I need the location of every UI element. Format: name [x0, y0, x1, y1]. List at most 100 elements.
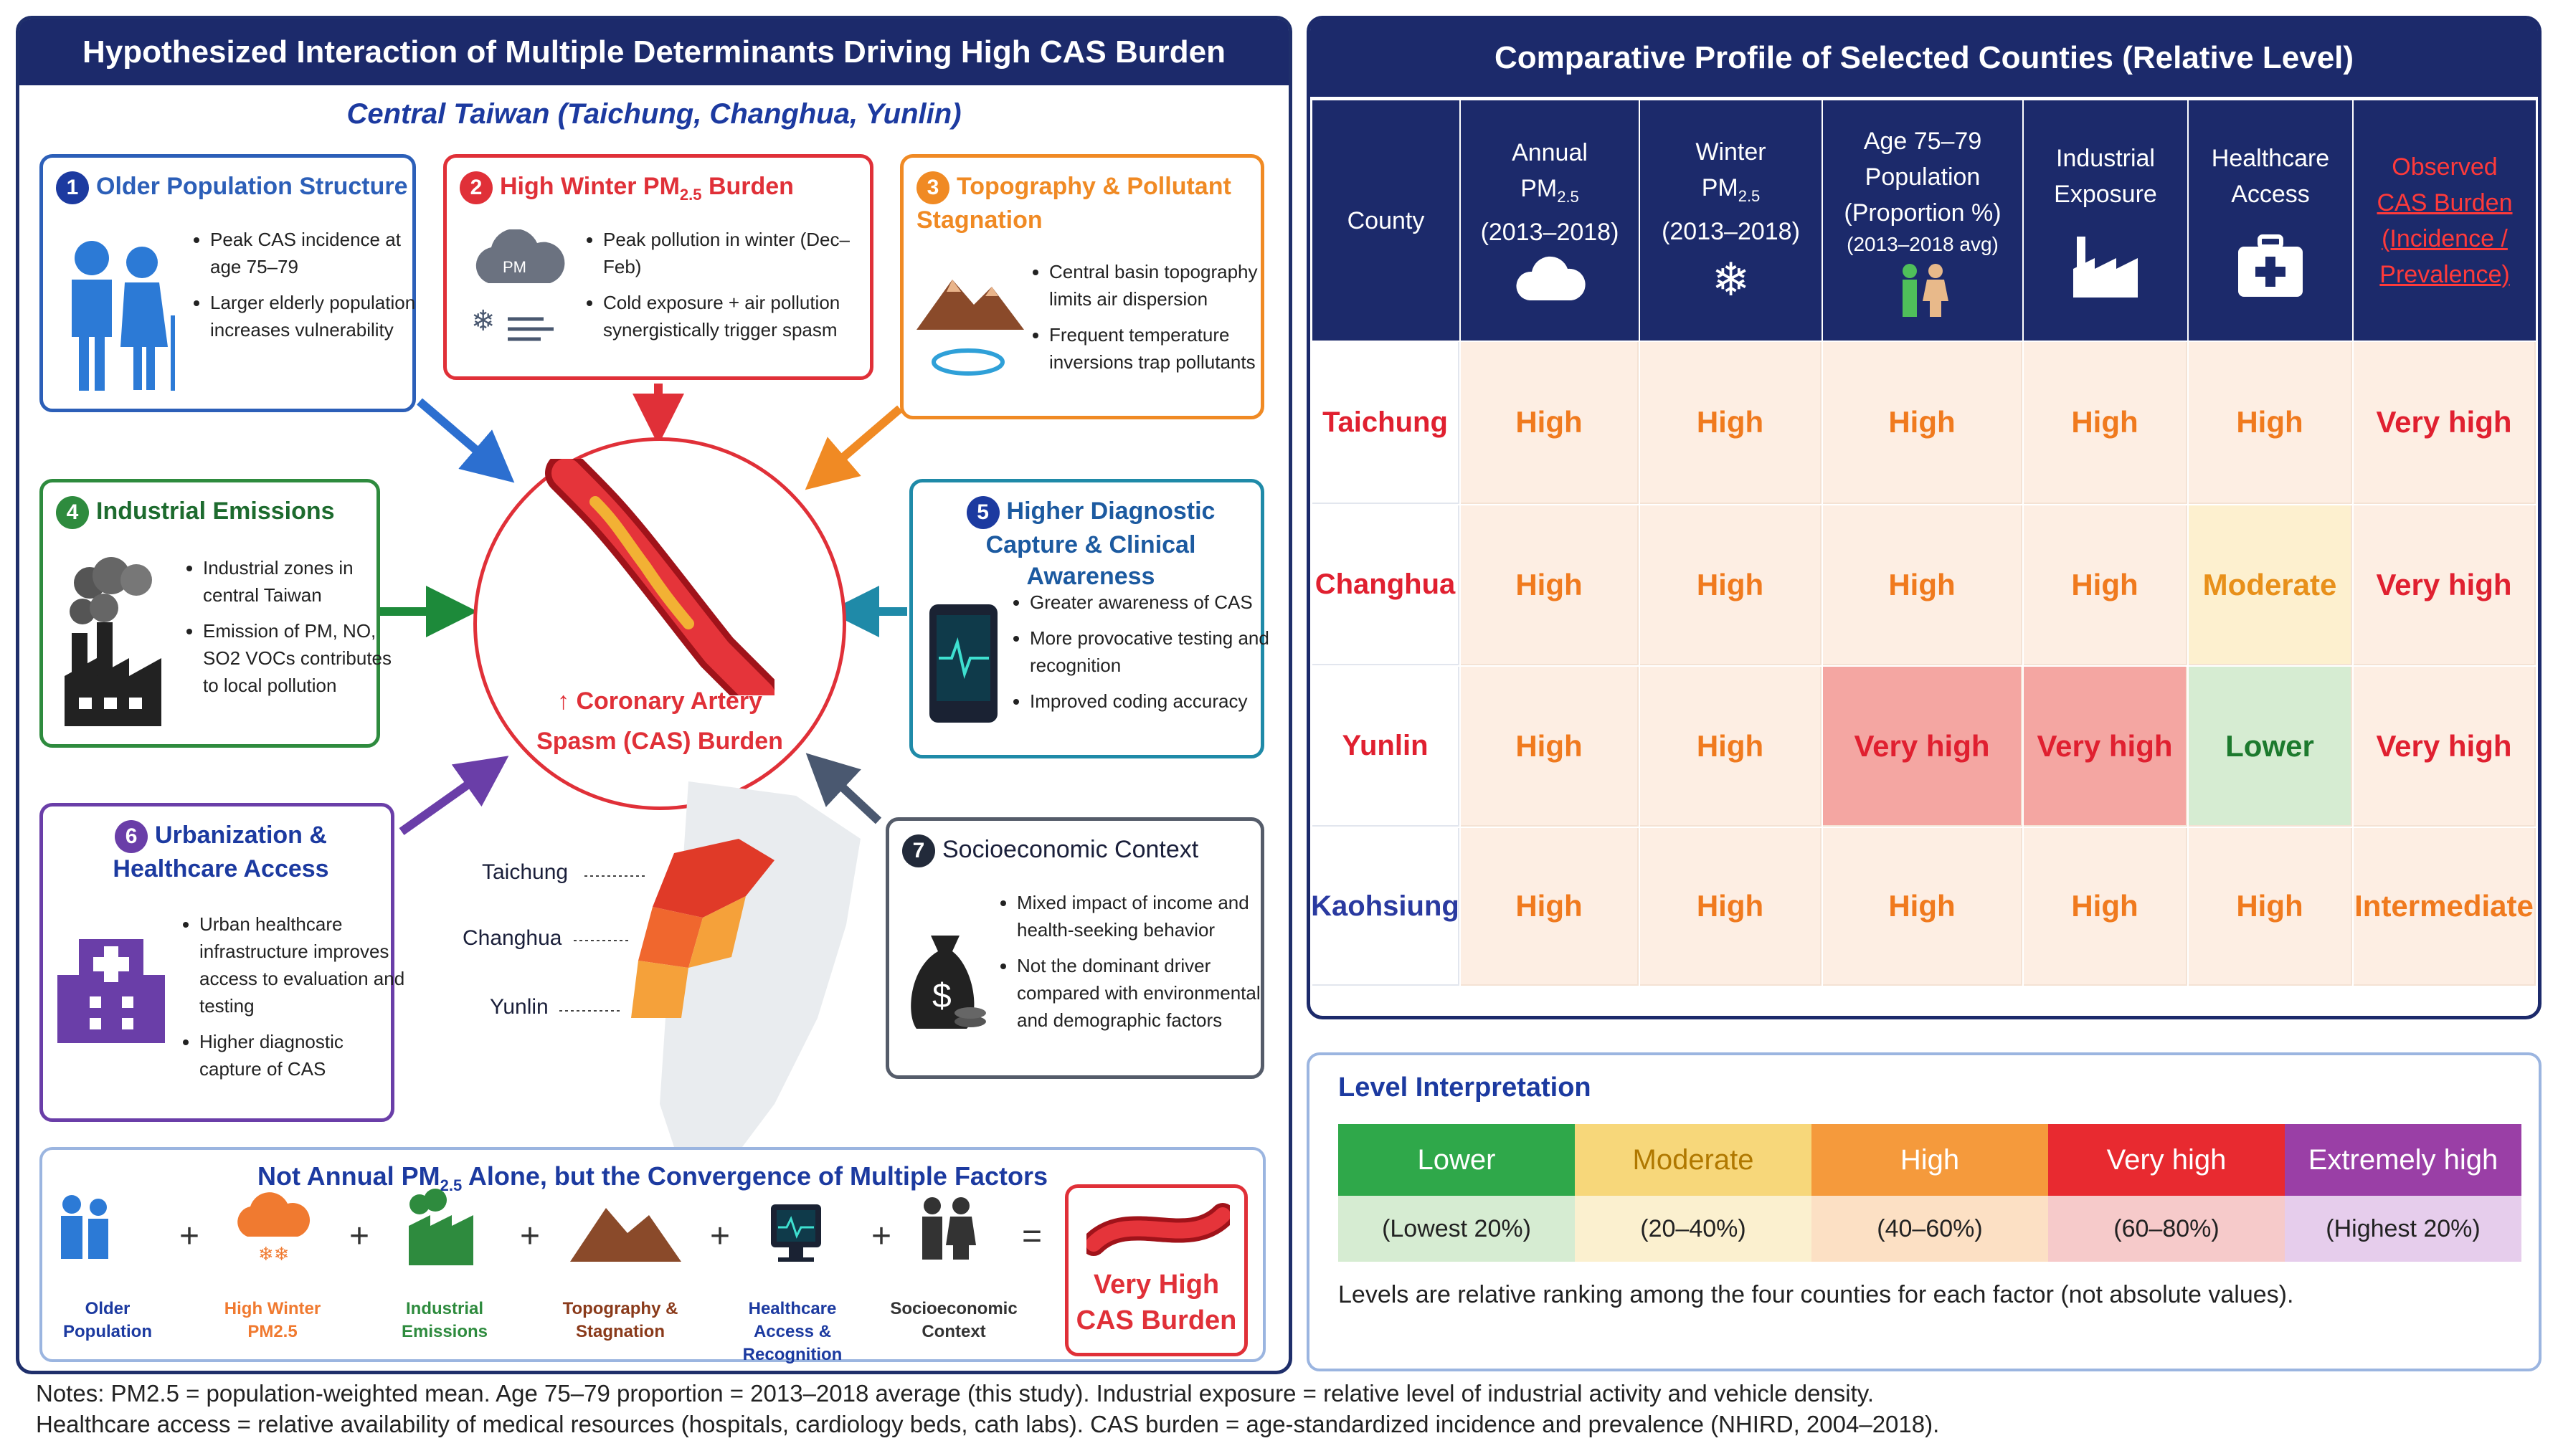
arrow-3: [805, 405, 903, 490]
map-label-taichung: Taichung: [482, 860, 569, 884]
arrows-layer: [380, 384, 907, 835]
level-value: High: [1515, 567, 1583, 601]
factory-smoke-icon: [65, 557, 161, 726]
conv-label-topography: Topography & Stagnation: [562, 1299, 678, 1341]
cloud-icon: [1516, 257, 1586, 301]
svg-text:+: +: [349, 1217, 369, 1255]
convergence-result: Very High CAS Burden: [1076, 1270, 1237, 1336]
level-value: High: [2071, 567, 2138, 601]
legend-level-range: (20–40%): [1575, 1196, 1811, 1262]
level-cell: High: [2024, 505, 2187, 665]
conv-label-winter-pm: High Winter PM2.5: [224, 1299, 321, 1341]
artery-icon: [545, 459, 774, 695]
convergence-box: Not Annual PM2.5 Alone, but the Converge…: [39, 1147, 1266, 1362]
svg-text:+: +: [871, 1217, 891, 1255]
svg-text:❄❄: ❄❄: [258, 1244, 290, 1265]
county-name: Yunlin: [1342, 730, 1429, 761]
level-value: High: [1888, 567, 1956, 601]
header-winter-pm: Winter PM2.5 (2013–2018) ❄: [1640, 100, 1822, 341]
level-cell: Very high: [1823, 667, 2022, 827]
number-badge: 7: [902, 834, 935, 868]
svg-text:❄: ❄: [471, 305, 496, 338]
topography-mini-icon: [570, 1208, 681, 1262]
mountain-icon: [916, 280, 1024, 330]
arrow-7: [805, 753, 882, 824]
number-badge: 3: [916, 171, 949, 205]
inversion-icon: [932, 348, 1005, 376]
cas-burden-label: ↑ Coronary Artery Spasm (CAS) Burden: [536, 687, 783, 755]
map-leader-lines: [559, 875, 645, 1012]
level-cell: High: [1640, 828, 1822, 986]
svg-text:+: +: [710, 1217, 730, 1255]
legend-level-range: (Highest 20%): [2285, 1196, 2521, 1262]
county-name: Taichung: [1322, 406, 1448, 438]
region-subtitle: Central Taiwan (Taichung, Changhua, Yunl…: [346, 98, 962, 130]
map-label-changhua: Changhua: [463, 926, 562, 950]
header-county: County: [1312, 100, 1459, 341]
healthcare-mini-icon: [771, 1204, 821, 1262]
level-value: Very high: [2376, 567, 2512, 601]
level-cell: High: [1823, 828, 2022, 986]
cas-burden-circle: [473, 437, 846, 810]
money-bag-icon: $: [911, 936, 986, 1029]
svg-text:=: =: [1022, 1217, 1042, 1255]
svg-text:$: $: [932, 977, 952, 1015]
convergence-result-box: Very High CAS Burden: [1065, 1184, 1248, 1356]
convergence-icons: + ❄❄ + + + + =: [61, 1189, 1042, 1265]
county-name: Changhua: [1314, 568, 1456, 600]
level-cell: High: [1461, 667, 1639, 827]
level-value: High: [2236, 405, 2303, 439]
level-value: High: [1888, 889, 1956, 923]
level-value: High: [1515, 728, 1583, 763]
level-value: High: [2071, 405, 2138, 439]
socioeconomic-mini-icon: [922, 1197, 976, 1260]
number-badge: 2: [460, 171, 493, 205]
legend-level-name: Very high: [2048, 1124, 2285, 1196]
level-value: High: [1515, 405, 1583, 439]
cold-wind-icon: ❄: [471, 305, 554, 341]
conv-label-socioeconomic: Socioeconomic Context: [890, 1299, 1018, 1341]
level-cell: High: [1461, 505, 1639, 665]
svg-text:+: +: [520, 1217, 540, 1255]
level-value: Very high: [2376, 405, 2512, 439]
industrial-mini-icon: [409, 1189, 473, 1265]
level-value: High: [1696, 889, 1764, 923]
level-cell: High: [1640, 505, 1822, 665]
level-cell: Very high: [2354, 505, 2536, 665]
legend-title: Level Interpretation: [1338, 1072, 1591, 1103]
svg-text:PM: PM: [503, 258, 526, 276]
arrow-6: [399, 756, 509, 835]
level-cell: Intermediate: [2354, 828, 2536, 986]
factor-bullets: Industrial zones in central Taiwan Emiss…: [183, 554, 393, 708]
right-panel-header: Comparative Profile of Selected Counties…: [1310, 19, 2538, 97]
level-cell: High: [2024, 828, 2187, 986]
header-industrial: Industrial Exposure: [2024, 100, 2187, 341]
level-cell: Moderate: [2189, 505, 2352, 665]
factor-bullets: Urban healthcare infrastructure improves…: [179, 910, 407, 1091]
people-icon: [1903, 263, 1948, 317]
pm25-cloud-icon: PM: [475, 229, 565, 283]
level-cell: High: [1640, 342, 1822, 504]
level-value: High: [2071, 889, 2138, 923]
level-value: High: [1515, 889, 1583, 923]
level-value: Lower: [2225, 728, 2314, 763]
level-value: High: [1888, 405, 1956, 439]
level-value: Very high: [2376, 728, 2512, 763]
level-value: High: [1696, 567, 1764, 601]
header-annual-pm: Annual PM2.5 (2013–2018): [1461, 100, 1639, 341]
level-value: Very high: [1854, 728, 1990, 763]
header-healthcare: Healthcare Access: [2189, 100, 2352, 341]
ecg-monitor-icon: [929, 604, 998, 723]
number-badge: 5: [966, 496, 1000, 530]
header-age-75-79: Age 75–79 Population (Proportion %) (201…: [1823, 100, 2022, 341]
